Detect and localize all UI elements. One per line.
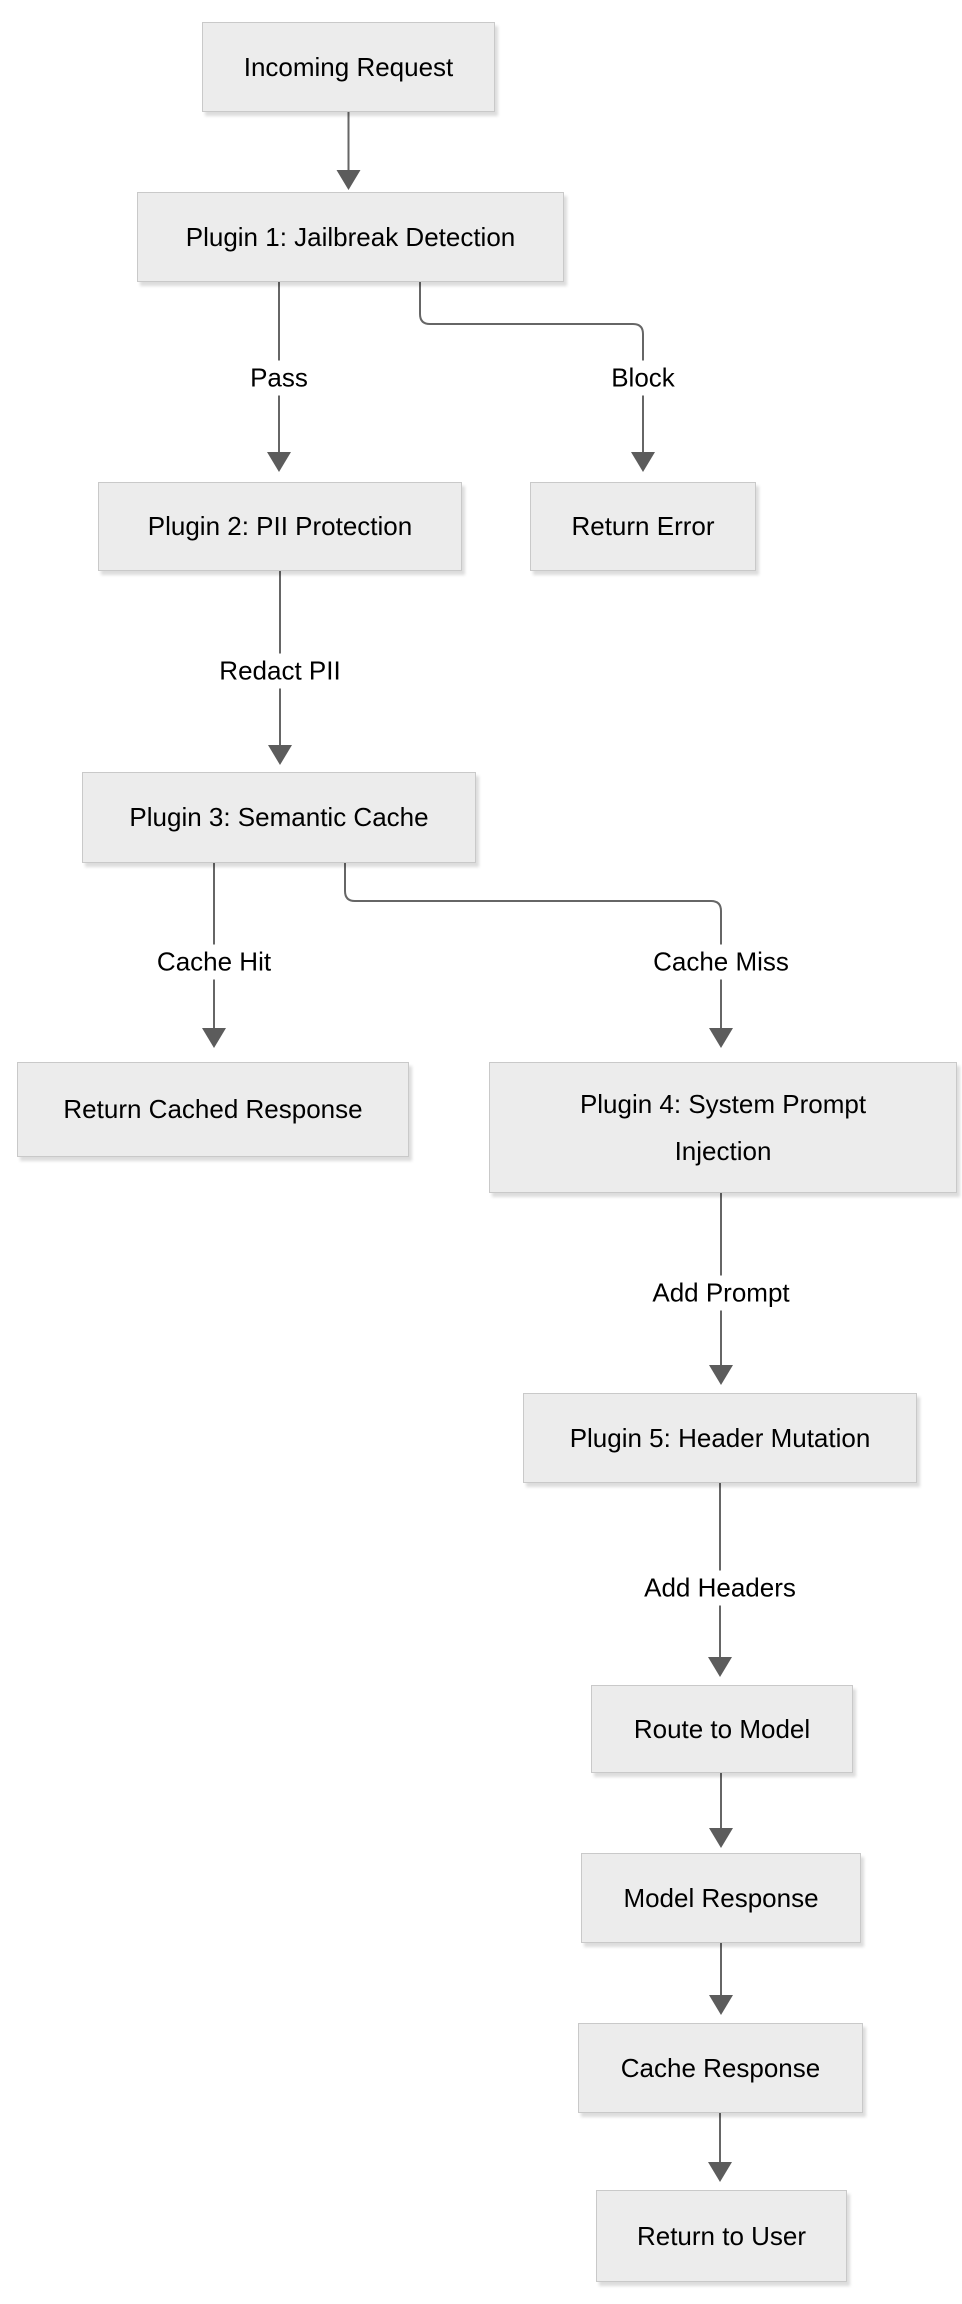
- node-label: Return Cached Response: [63, 1094, 363, 1125]
- node-label: Plugin 1: Jailbreak Detection: [185, 221, 516, 252]
- arrowhead-icon: [708, 1657, 732, 1677]
- node-label: Plugin 3: Semantic Cache: [129, 802, 429, 833]
- node-label: Plugin 2: PII Protection: [147, 511, 413, 542]
- arrowhead-icon: [202, 1028, 226, 1048]
- edge-label-pass: Pass: [242, 360, 316, 396]
- node-label: Incoming Request: [243, 51, 454, 82]
- arrowhead-icon: [709, 1995, 733, 2015]
- edge-plugin3-cachemiss: [344, 863, 722, 1028]
- node-route-to-model: Route to Model: [591, 1685, 853, 1773]
- node-cache-response: Cache Response: [578, 2023, 863, 2113]
- node-label: Route to Model: [633, 1713, 811, 1744]
- edge-label-redact-pii: Redact PII: [211, 653, 349, 689]
- node-label: Cache Response: [620, 2052, 821, 2083]
- arrowhead-icon: [267, 452, 291, 472]
- arrowhead-icon: [709, 1028, 733, 1048]
- node-plugin-3-semantic-cache: Plugin 3: Semantic Cache: [82, 772, 476, 863]
- node-label: Return Error: [571, 511, 715, 542]
- node-model-response: Model Response: [581, 1853, 861, 1943]
- node-incoming-request: Incoming Request: [202, 22, 495, 112]
- node-return-cached-response: Return Cached Response: [17, 1062, 409, 1157]
- edge-label-add-headers: Add Headers: [636, 1570, 804, 1606]
- node-label: Return to User: [636, 2220, 807, 2251]
- node-label: Model Response: [623, 1882, 819, 1913]
- arrowhead-icon: [709, 1828, 733, 1848]
- edge-label-cache-miss: Cache Miss: [645, 944, 797, 980]
- edge-plugin1-block: [419, 282, 644, 452]
- arrowhead-icon: [336, 170, 361, 190]
- node-label: Plugin 4: System Prompt Injection: [579, 1088, 867, 1166]
- node-return-to-user: Return to User: [596, 2190, 847, 2282]
- arrowhead-icon: [709, 1365, 733, 1385]
- arrowhead-icon: [268, 745, 292, 765]
- node-plugin-1-jailbreak-detection: Plugin 1: Jailbreak Detection: [137, 192, 564, 282]
- arrowhead-icon: [631, 452, 655, 472]
- edge-label-block: Block: [603, 360, 683, 396]
- arrowhead-icon: [708, 2162, 732, 2182]
- edge-label-add-prompt: Add Prompt: [644, 1275, 798, 1311]
- edge-label-cache-hit: Cache Hit: [148, 944, 280, 980]
- node-plugin-5-header-mutation: Plugin 5: Header Mutation: [523, 1393, 917, 1483]
- node-plugin-4-system-prompt-injection: Plugin 4: System Prompt Injection: [489, 1062, 957, 1193]
- node-return-error: Return Error: [530, 482, 756, 571]
- node-plugin-2-pii-protection: Plugin 2: PII Protection: [98, 482, 462, 571]
- node-label: Plugin 5: Header Mutation: [569, 1422, 871, 1453]
